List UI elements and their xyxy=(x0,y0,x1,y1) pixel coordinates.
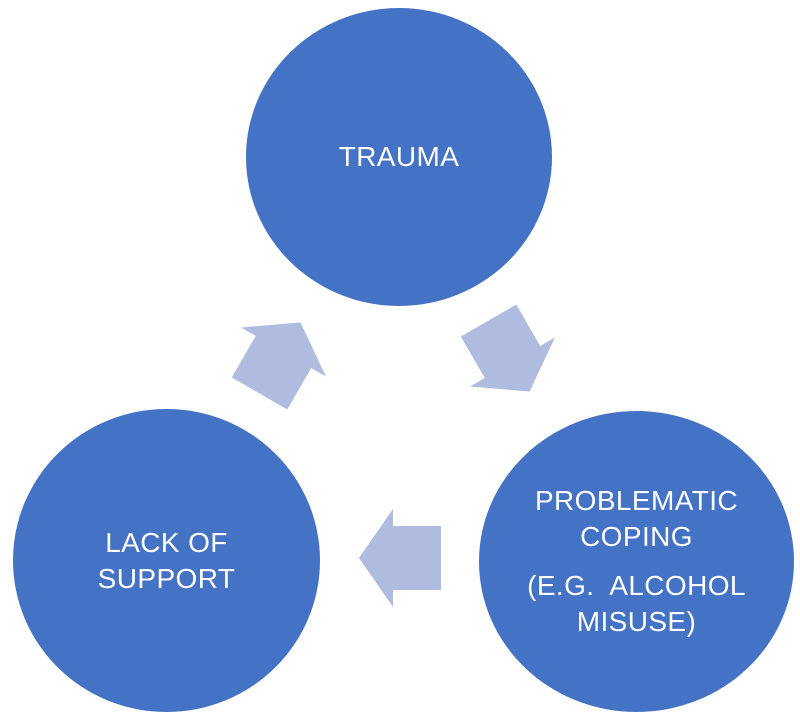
arrow-trauma-to-coping-icon xyxy=(445,295,573,416)
node-problematic-coping-circle: PROBLEMATIC COPING (E.G. ALCOHOL MISUSE) xyxy=(479,411,794,712)
node-problematic-coping-label: PROBLEMATIC COPING (E.G. ALCOHOL MISUSE) xyxy=(506,483,768,640)
arrow-support-to-trauma-icon xyxy=(216,297,344,418)
block-arrow-shape xyxy=(359,509,441,607)
node-lack-of-support-label: LACK OF SUPPORT xyxy=(36,525,298,597)
node-trauma-text: TRAUMA xyxy=(338,141,460,172)
node-problematic-coping-subtitle: (E.G. ALCOHOL MISUSE) xyxy=(527,570,746,637)
block-arrow-shape xyxy=(231,322,326,410)
node-trauma-label: TRAUMA xyxy=(268,139,530,175)
node-lack-of-support-circle: LACK OF SUPPORT xyxy=(13,409,320,712)
node-lack-of-support-text: LACK OF SUPPORT xyxy=(97,526,236,594)
node-problematic-coping-title: PROBLEMATIC COPING xyxy=(534,485,739,552)
block-arrow-shape xyxy=(460,304,555,392)
arrow-coping-to-support-icon xyxy=(359,508,441,608)
node-trauma-circle: TRAUMA xyxy=(246,8,552,306)
